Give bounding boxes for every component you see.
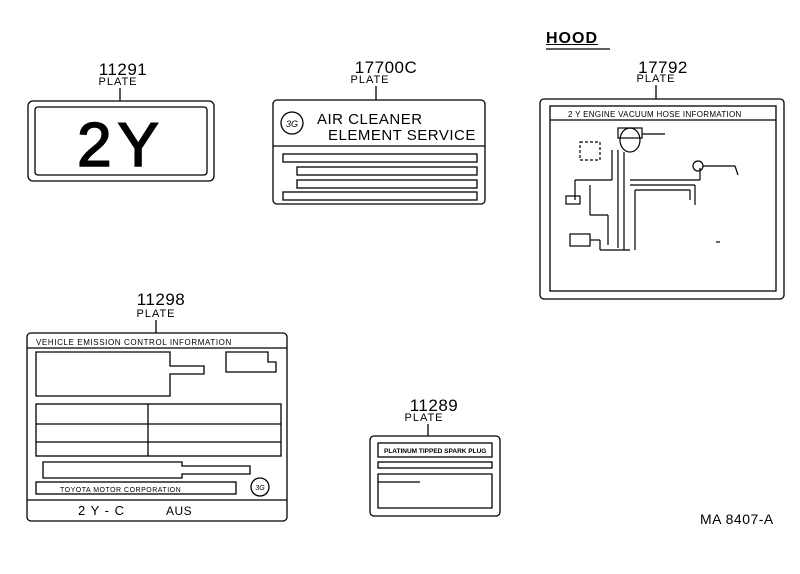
plate-11298-model: 2 Y - C bbox=[78, 503, 125, 518]
plate-11298-logo: 3G bbox=[255, 485, 265, 492]
vacuum-hose-schematic bbox=[565, 127, 739, 251]
info-bar bbox=[282, 191, 478, 201]
info-bar bbox=[296, 179, 478, 189]
plate-label-11298: PLATE bbox=[136, 308, 176, 320]
plate-17700c-logo: 3G bbox=[286, 119, 298, 129]
part-number-17700c: 17700C bbox=[354, 58, 418, 77]
plate-label-11291: PLATE bbox=[98, 76, 138, 88]
part-number-11291: 11291 bbox=[98, 60, 148, 79]
plate-11291 bbox=[27, 100, 215, 182]
plate-17792-title: 2 Y ENGINE VACUUM HOSE INFORMATION bbox=[568, 110, 742, 119]
plate-11298 bbox=[26, 332, 288, 522]
plate-11291-text: 2Y bbox=[77, 111, 165, 180]
info-bar bbox=[282, 153, 478, 163]
plate-17700c bbox=[272, 99, 486, 205]
hood-label: HOOD bbox=[546, 30, 598, 47]
plate-label-17700c: PLATE bbox=[350, 74, 390, 86]
plate-11289 bbox=[369, 435, 501, 517]
plate-11298-region: AUS bbox=[166, 504, 192, 518]
figure-code: MA 8407-A bbox=[700, 511, 774, 527]
part-number-11289: 11289 bbox=[409, 396, 459, 415]
plate-11298-title: VEHICLE EMISSION CONTROL INFORMATION bbox=[36, 338, 232, 347]
part-number-11298: 11298 bbox=[136, 290, 186, 309]
info-bar bbox=[296, 166, 478, 176]
plate-11298-maker: TOYOTA MOTOR CORPORATION bbox=[60, 487, 181, 494]
part-number-17792: 17792 bbox=[638, 58, 688, 77]
plate-17792 bbox=[539, 98, 785, 300]
plate-17700c-line1: AIR CLEANER bbox=[317, 111, 423, 128]
plate-17700c-line2: ELEMENT SERVICE bbox=[328, 127, 476, 144]
plate-label-11289: PLATE bbox=[404, 412, 444, 424]
plate-11289-title: PLATINUM TIPPED SPARK PLUG bbox=[384, 448, 486, 455]
plate-label-17792: PLATE bbox=[636, 73, 676, 85]
